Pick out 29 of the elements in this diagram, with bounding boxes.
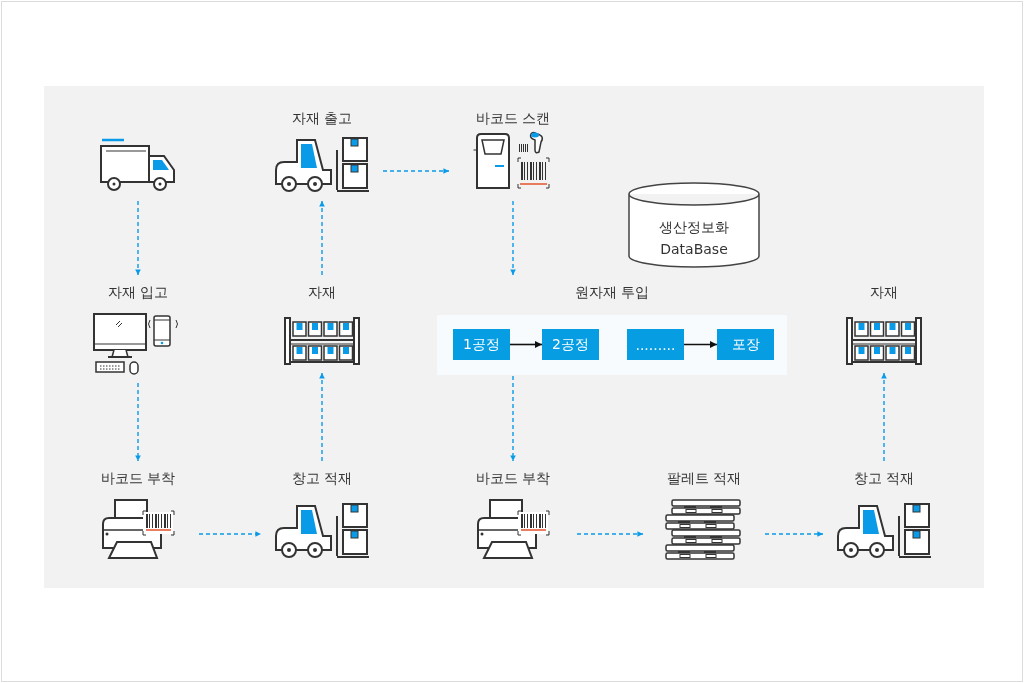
step-label: 창고 적재 bbox=[853, 470, 915, 488]
process-step: 포장 bbox=[717, 329, 774, 360]
process-step: ......... bbox=[627, 329, 684, 360]
process-step: 1공정 bbox=[453, 329, 510, 360]
step-label: 바코드 부착 bbox=[475, 470, 551, 488]
arrow bbox=[135, 200, 141, 276]
step-label: 바코드 스캔 bbox=[475, 110, 551, 128]
step-label: 팔레트 적재 bbox=[666, 470, 742, 488]
arrow bbox=[319, 372, 325, 462]
arrow bbox=[510, 200, 516, 276]
arrow bbox=[198, 531, 262, 537]
arrow bbox=[576, 531, 644, 537]
step-label: 바코드 부착 bbox=[100, 470, 176, 488]
database-label: 생산정보화 DataBase bbox=[658, 218, 730, 259]
arrow bbox=[510, 375, 516, 462]
step-label: 창고 적재 bbox=[291, 470, 353, 488]
step-label: 자재 입고 bbox=[107, 284, 169, 302]
process-step: 2공정 bbox=[542, 329, 599, 360]
arrow bbox=[509, 340, 543, 349]
step-label: 자재 출고 bbox=[291, 110, 353, 128]
step-label: 원자재 투입 bbox=[574, 284, 650, 302]
arrow bbox=[881, 372, 887, 462]
arrow bbox=[319, 200, 325, 276]
step-label: 자재 bbox=[308, 284, 336, 302]
arrow bbox=[135, 382, 141, 462]
arrow bbox=[683, 340, 718, 349]
step-label: 자재 bbox=[870, 284, 898, 302]
arrow bbox=[764, 531, 824, 537]
arrow bbox=[382, 168, 450, 174]
